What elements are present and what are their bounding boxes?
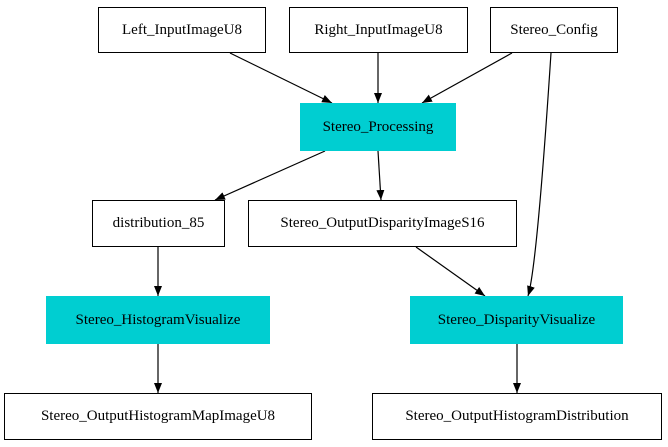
edge-stereo-processing-to-distribution xyxy=(214,150,326,201)
node-output-histogram-distribution-label: Stereo_OutputHistogramDistribution xyxy=(405,408,629,424)
edge-stereo-config-to-stereo-processing xyxy=(421,52,513,104)
node-disparity-visualize-label: Stereo_DisparityVisualize xyxy=(437,311,596,328)
node-histogram-visualize-label: Stereo_HistogramVisualize xyxy=(75,311,241,328)
node-output-histogram-map-image[interactable]: Stereo_OutputHistogramMapImageU8 xyxy=(4,393,312,440)
node-left-input-image[interactable]: Left_InputImageU8 xyxy=(98,7,266,53)
node-output-disparity-image-label: Stereo_OutputDisparityImageS16 xyxy=(280,215,485,231)
node-stereo-processing[interactable]: Stereo_Processing xyxy=(300,103,456,151)
node-right-input-image-label: Right_InputImageU8 xyxy=(314,21,443,38)
edge-left-input-to-stereo-processing xyxy=(229,52,333,104)
node-stereo-config[interactable]: Stereo_Config xyxy=(490,7,618,53)
node-stereo-processing-label: Stereo_Processing xyxy=(322,118,434,135)
node-stereo-config-label: Stereo_Config xyxy=(510,21,598,38)
node-distribution-label: distribution_85 xyxy=(112,215,205,231)
node-output-histogram-distribution[interactable]: Stereo_OutputHistogramDistribution xyxy=(372,393,662,440)
node-distribution[interactable]: distribution_85 xyxy=(92,200,225,247)
node-left-input-image-label: Left_InputImageU8 xyxy=(122,21,242,38)
node-disparity-visualize[interactable]: Stereo_DisparityVisualize xyxy=(410,296,623,344)
edge-stereo-config-to-disparity-visualize xyxy=(527,52,552,297)
edge-stereo-processing-to-output-disparity xyxy=(376,150,385,201)
edge-output-disparity-to-disparity-visualize xyxy=(415,246,486,297)
node-right-input-image[interactable]: Right_InputImageU8 xyxy=(289,7,468,53)
node-histogram-visualize[interactable]: Stereo_HistogramVisualize xyxy=(46,296,270,344)
node-output-histogram-map-image-label: Stereo_OutputHistogramMapImageU8 xyxy=(40,408,276,424)
node-output-disparity-image[interactable]: Stereo_OutputDisparityImageS16 xyxy=(248,200,517,247)
